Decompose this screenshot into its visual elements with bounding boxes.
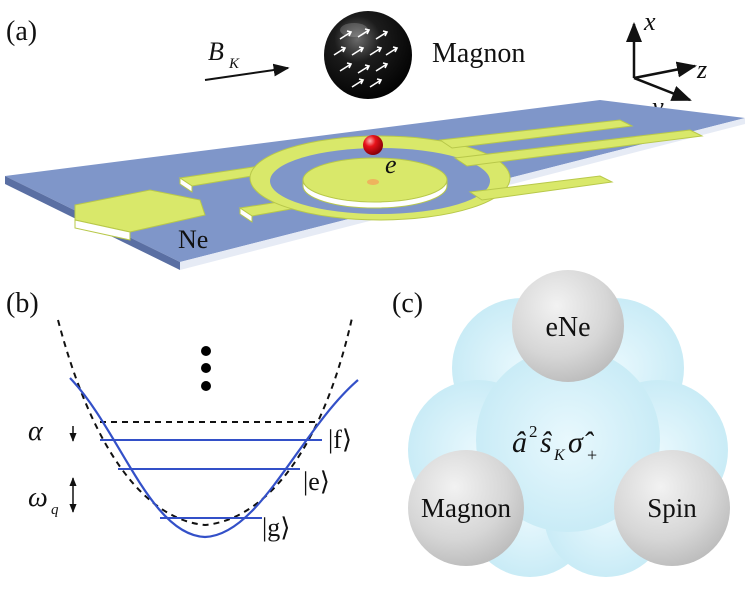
electrodes bbox=[74, 119, 704, 241]
panel-a-label: (a) bbox=[6, 16, 37, 47]
node-ene-label: eNe bbox=[545, 312, 590, 343]
electron bbox=[363, 135, 383, 155]
electrode-left-pad-edge bbox=[74, 219, 131, 241]
spin-arrow bbox=[375, 62, 389, 72]
state-f-label: |f⟩ bbox=[328, 425, 352, 454]
ellipsis-dot-3 bbox=[201, 381, 211, 391]
panel-b: (b) α ω q |f⟩ |e⟩ |g⟩ bbox=[6, 288, 359, 542]
omega-symbol: ω bbox=[28, 482, 48, 513]
node-magnon: Magnon bbox=[408, 450, 524, 566]
term-a: â bbox=[512, 426, 527, 459]
potential-solid-curve bbox=[69, 377, 359, 539]
alpha-label: α bbox=[28, 416, 44, 447]
spin-arrow bbox=[351, 78, 365, 88]
node-spin-label: Spin bbox=[647, 493, 697, 523]
magnon-sphere bbox=[324, 11, 412, 99]
node-magnon-circle bbox=[408, 450, 524, 566]
panel-c: (c) eNe Magnon Spin â 2 ŝ bbox=[392, 270, 730, 577]
node-spin: Spin bbox=[614, 450, 730, 566]
magnon-label: Magnon bbox=[432, 38, 525, 69]
ellipsis-dot-2 bbox=[201, 363, 211, 373]
field-arrow-line bbox=[204, 63, 290, 81]
field-arrow: B K bbox=[204, 37, 290, 81]
electron-label: e bbox=[385, 150, 397, 179]
term-a-power: 2 bbox=[529, 422, 538, 441]
omega-subscript: q bbox=[51, 502, 59, 518]
panel-c-label: (c) bbox=[392, 288, 423, 319]
term-s: ŝ bbox=[540, 426, 552, 459]
y-axis-arrow bbox=[633, 76, 692, 102]
spin-arrow bbox=[357, 64, 371, 74]
panel-a: (a) B K Magnon x z y bbox=[5, 7, 745, 270]
axes-triad bbox=[626, 22, 697, 102]
field-subscript: K bbox=[228, 56, 240, 72]
x-axis-label: x bbox=[643, 7, 656, 36]
panel-b-label: (b) bbox=[6, 288, 39, 319]
field-symbol: B bbox=[208, 37, 224, 66]
node-ene-circle bbox=[512, 270, 624, 382]
spin-arrow bbox=[339, 62, 353, 72]
electrode-center-disk-edge bbox=[302, 179, 448, 209]
spin-arrows bbox=[333, 28, 399, 88]
electrode-upper-left-strip-edge bbox=[179, 177, 193, 193]
spin-arrow bbox=[375, 30, 389, 40]
z-axis-arrow bbox=[633, 61, 697, 80]
spin-arrow bbox=[369, 78, 383, 88]
electrode-lower-left-strip-edge bbox=[239, 207, 253, 223]
state-e-label: |e⟩ bbox=[303, 467, 330, 496]
electrode-right-mid-strip bbox=[453, 129, 704, 167]
magnon-sphere-body bbox=[324, 11, 412, 99]
spin-arrow bbox=[369, 46, 383, 56]
spin-arrow bbox=[351, 46, 365, 56]
spin-arrow bbox=[357, 28, 371, 38]
magnon-highlight bbox=[340, 23, 368, 37]
spin-arrow bbox=[385, 46, 399, 56]
node-magnon-label: Magnon bbox=[421, 493, 511, 523]
node-spin-circle bbox=[614, 450, 730, 566]
spin-arrow bbox=[339, 30, 353, 40]
term-sigma-sub: + bbox=[587, 445, 597, 465]
ellipsis-dot-1 bbox=[201, 346, 211, 356]
spin-arrow bbox=[333, 46, 347, 56]
term-s-sub: K bbox=[553, 447, 566, 464]
electron-shadow bbox=[367, 179, 379, 185]
node-ene: eNe bbox=[512, 270, 624, 382]
z-axis-label: z bbox=[696, 55, 707, 84]
electrode-right-lower-strip bbox=[468, 175, 614, 201]
electrode-right-upper-strip bbox=[438, 119, 634, 149]
state-g-label: |g⟩ bbox=[262, 513, 290, 542]
substrate-label: Ne bbox=[178, 225, 208, 254]
